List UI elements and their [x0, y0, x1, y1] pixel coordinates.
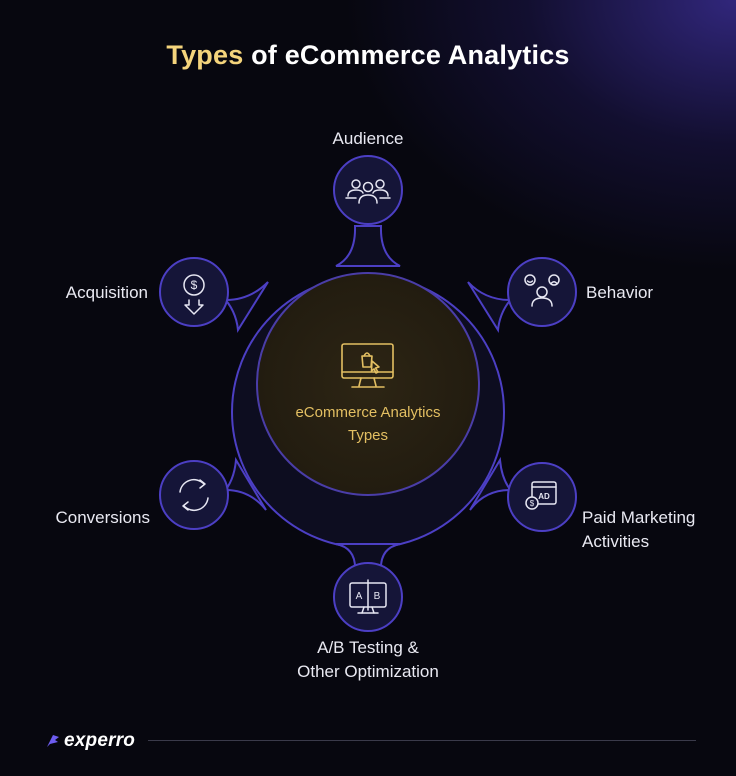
center-label-line2: Types [347, 427, 389, 444]
label-acquisition: Acquisition [65, 283, 148, 302]
dollar-sign-text: $ [191, 278, 198, 292]
label-audience: Audience [332, 129, 404, 148]
center-label-line1: eCommerce Analytics [295, 404, 441, 421]
brand-name: experro [64, 730, 136, 751]
label-behavior: Behavior [586, 283, 654, 302]
label-conversions: Conversions [55, 508, 151, 527]
ab-letter-a: A [356, 591, 363, 602]
ad-dollar-text: $ [530, 499, 535, 508]
ab-letter-b: B [374, 591, 381, 602]
connector-behavior [467, 281, 515, 334]
ad-text: AD [538, 492, 550, 501]
page-title: Types of eCommerce Analytics [0, 40, 736, 71]
node-audience [333, 155, 403, 225]
title-highlight: Types [166, 40, 244, 70]
label-paid-line2: Activities [582, 532, 650, 551]
brand-mark-icon [47, 735, 59, 747]
label-paid-marketing: Paid Marketing Activities [582, 506, 695, 554]
title-rest: of eCommerce Analytics [243, 40, 570, 70]
dollar-download-icon [183, 274, 205, 315]
center-label: eCommerce Analytics Types [268, 401, 468, 447]
ab-monitor-icon [349, 579, 387, 614]
user-emotions-icon [524, 274, 560, 307]
monitor-shopping-icon [341, 343, 394, 388]
center-circle [256, 272, 480, 496]
connector-ab [335, 543, 401, 571]
ad-window-icon [525, 481, 557, 510]
users-group-icon [345, 179, 391, 204]
label-ab-line1: A/B Testing & [317, 638, 419, 657]
refresh-arrows-icon [179, 478, 209, 512]
label-paid-line1: Paid Marketing [582, 508, 696, 527]
node-behavior [507, 257, 577, 327]
label-ab-testing: A/B Testing & Other Optimization [268, 636, 468, 684]
node-conversions [159, 460, 229, 530]
footer-divider [148, 740, 696, 741]
node-acquisition [159, 257, 229, 327]
connector-audience [335, 225, 401, 267]
brand-logo: experro [44, 728, 135, 754]
connector-acquisition [221, 281, 269, 334]
node-paid-marketing [507, 462, 577, 532]
label-ab-line2: Other Optimization [297, 662, 439, 681]
